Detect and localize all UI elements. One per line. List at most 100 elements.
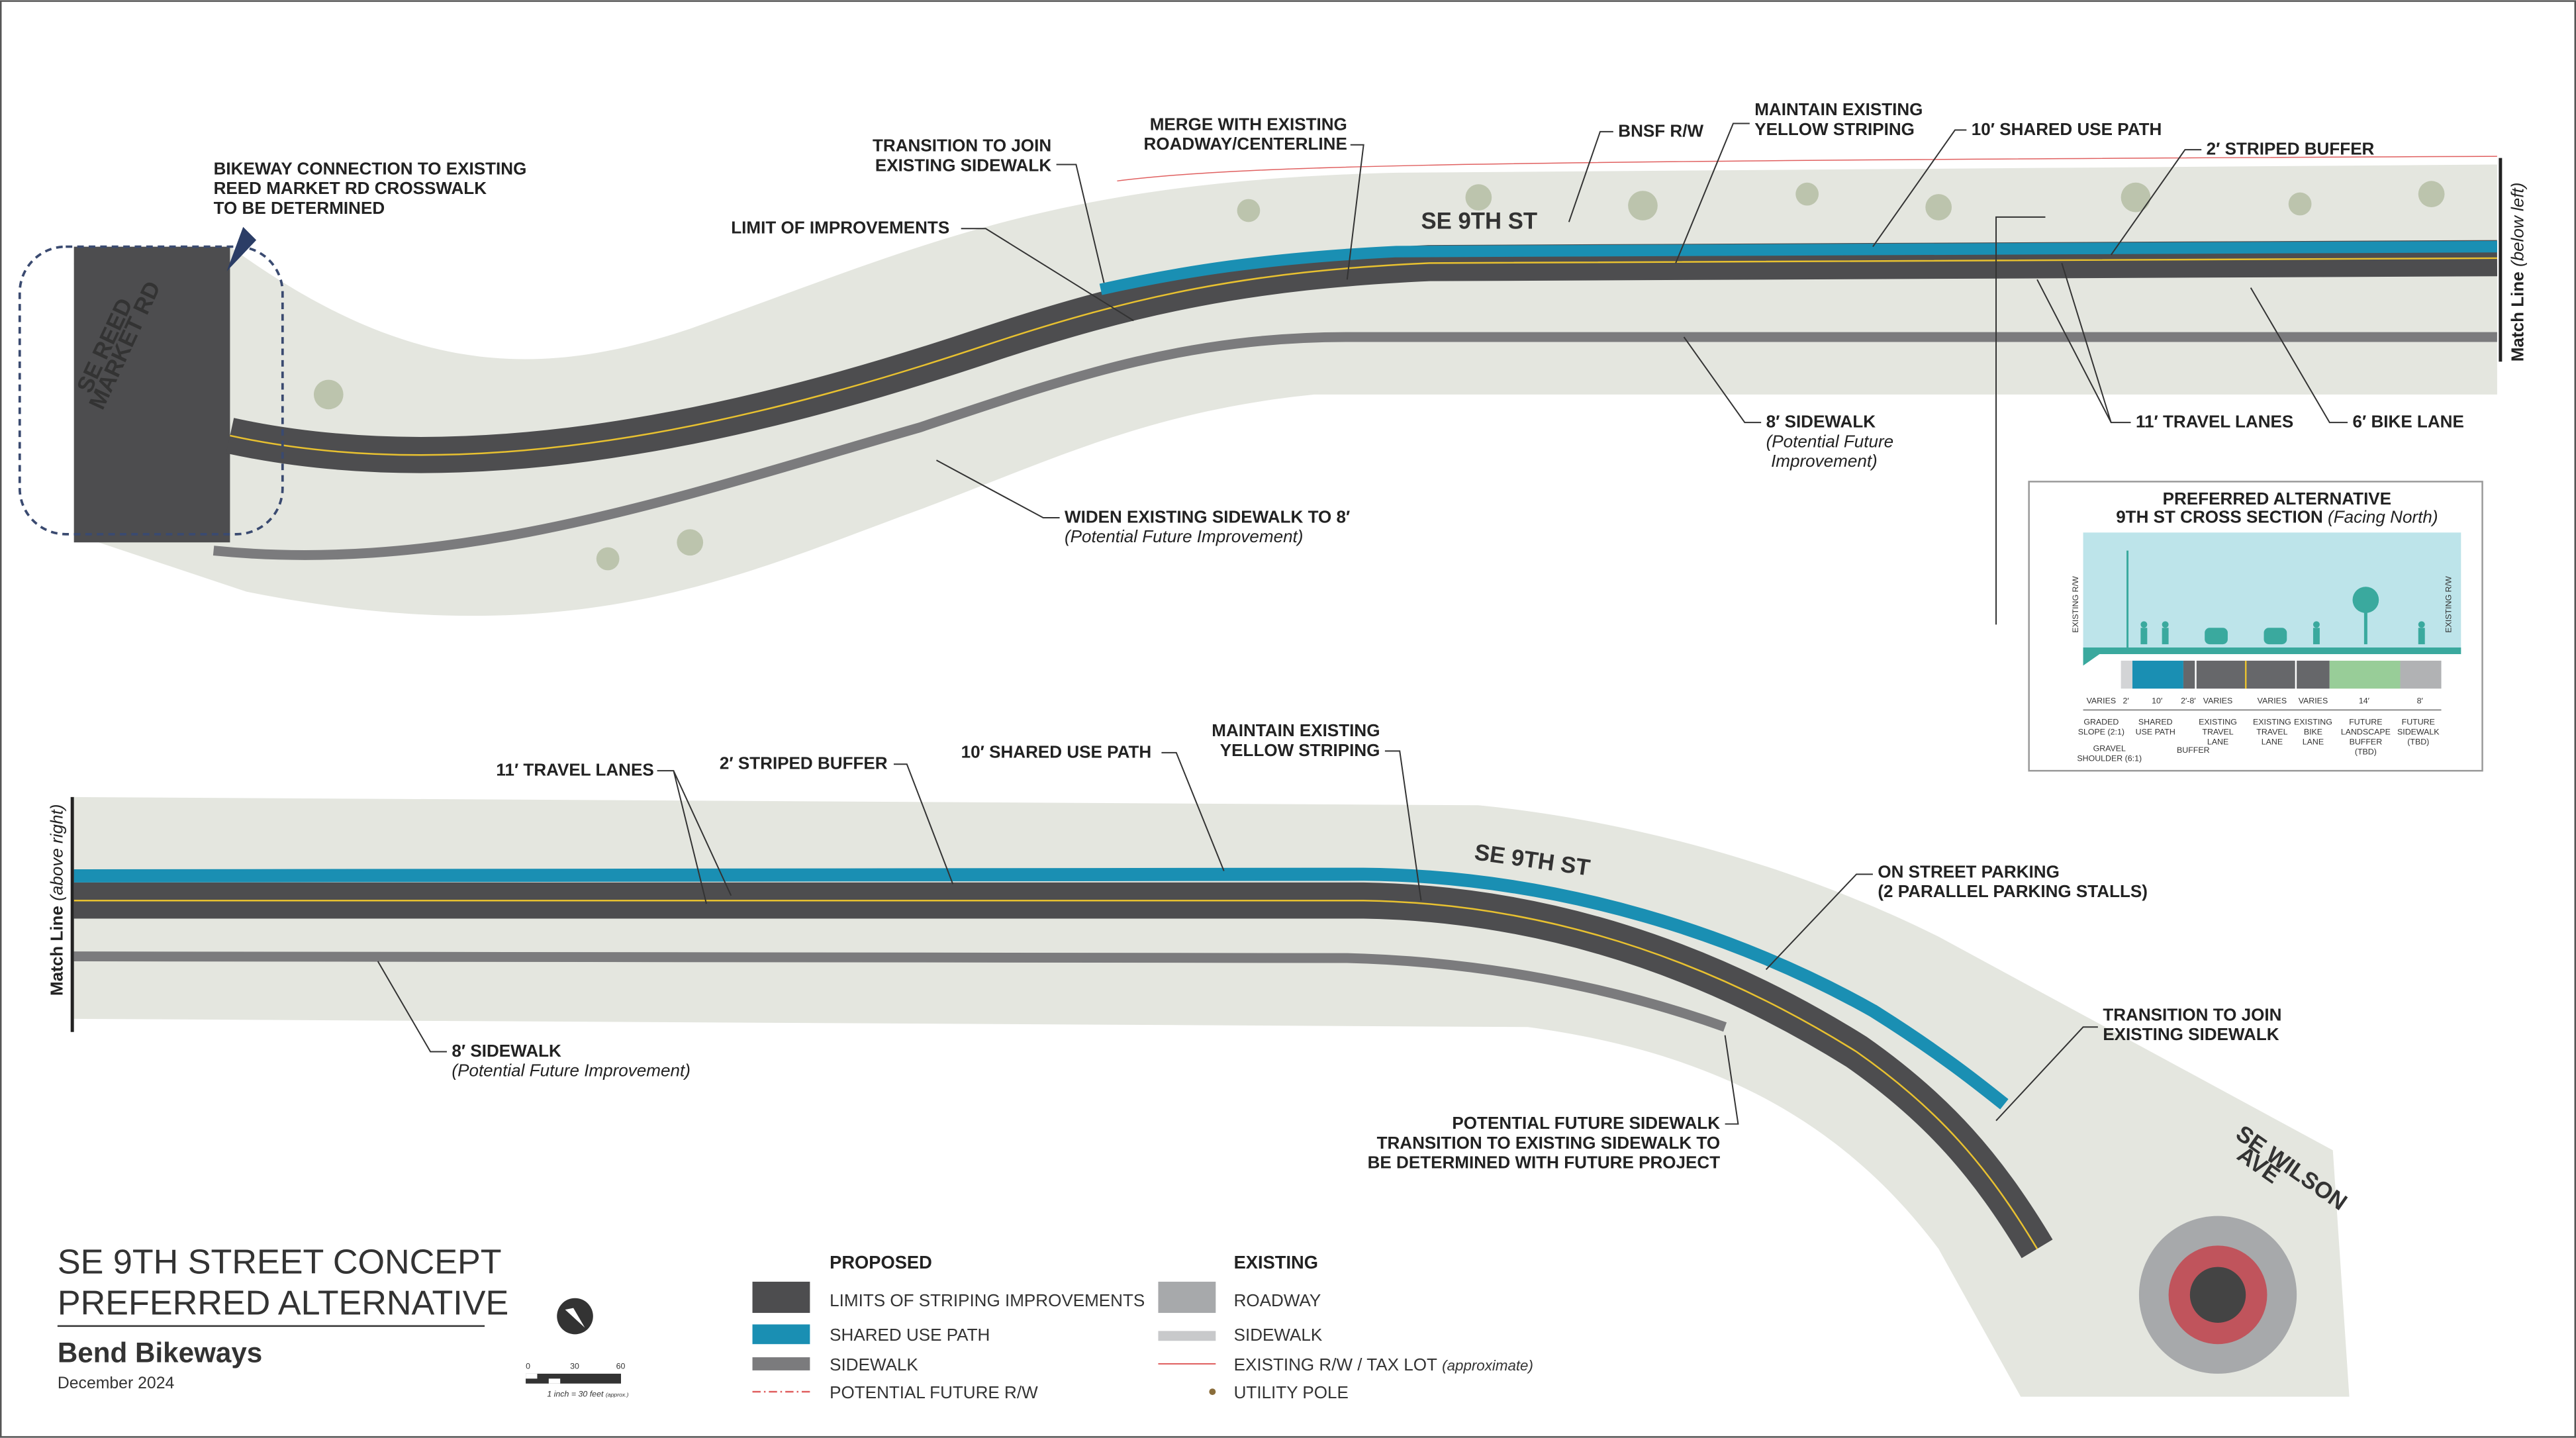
date: December 2024 — [58, 1374, 175, 1392]
inset-ground — [2083, 647, 2461, 666]
legend-swatch-roadway — [1158, 1281, 1216, 1314]
callout-limit: LIMIT OF IMPROVEMENTS — [731, 218, 949, 238]
callout-bnsf: BNSF R/W — [1618, 120, 1703, 140]
legend-swatch-striping — [752, 1281, 810, 1314]
legend-item-sidewalk: SIDEWALK — [830, 1355, 918, 1374]
callout-shared-bottom: 10′ SHARED USE PATH — [961, 742, 1152, 761]
callout-pointer — [226, 226, 257, 271]
inset-widths: VARIES 2′ 10′ 2′-8′ VARIES VARIES VARIES… — [2087, 696, 2424, 705]
svg-text:BUFFER: BUFFER — [2177, 745, 2210, 755]
svg-text:2′: 2′ — [2123, 696, 2129, 705]
inset-landscape-buffer — [2329, 660, 2401, 689]
centerline-top — [230, 257, 2497, 456]
bikeway-connection-area — [18, 245, 284, 536]
svg-text:1 inch = 30 feet (approx.): 1 inch = 30 feet (approx.) — [547, 1390, 628, 1399]
title-line-1: SE 9TH STREET CONCEPT — [58, 1243, 502, 1282]
vegetation — [313, 181, 2445, 571]
scale-bar: 0 30 60 1 inch = 30 feet (approx.) — [526, 1361, 629, 1399]
callout-buffer-top: 2′ STRIPED BUFFER — [2207, 139, 2375, 159]
roundabout-island — [2189, 1267, 2246, 1323]
match-line-top-label: Match Line (below left) — [2508, 183, 2528, 362]
svg-text:0: 0 — [526, 1361, 530, 1370]
legend-item-existing-sidewalk: SIDEWALK — [1234, 1325, 1323, 1345]
legend-proposed-header: PROPOSED — [830, 1252, 932, 1272]
callout-parking: ON STREET PARKING(2 PARALLEL PARKING STA… — [1878, 861, 2148, 901]
svg-text:30: 30 — [570, 1361, 579, 1370]
cross-section-pointer — [1995, 216, 2046, 625]
legend-item-striping: LIMITS OF STRIPING IMPROVEMENTS — [830, 1290, 1145, 1310]
legend-item-shared-path: SHARED USE PATH — [830, 1325, 990, 1345]
legend-item-roadway: ROADWAY — [1234, 1290, 1321, 1310]
callout-shared-top: 10′ SHARED USE PATH — [1972, 119, 2162, 139]
callout-widen-note: (Potential Future Improvement) — [1065, 526, 1303, 546]
sidewalk-top — [213, 332, 2497, 560]
svg-text:8′: 8′ — [2417, 696, 2424, 705]
inset-bike-lane — [2297, 660, 2330, 689]
shared-use-path-top — [1099, 240, 2497, 295]
organization: Bend Bikeways — [58, 1337, 262, 1368]
svg-text:VARIES: VARIES — [2203, 696, 2233, 705]
callout-bike: 6′ BIKE LANE — [2353, 412, 2464, 432]
shared-use-path-bottom — [73, 867, 2009, 1110]
inset-future-sidewalk — [2400, 660, 2442, 689]
svg-text:14′: 14′ — [2359, 696, 2370, 705]
callout-travel-top: 11′ TRAVEL LANES — [2136, 412, 2293, 432]
sidewalk-bottom — [73, 951, 1727, 1032]
legend-item-utility-pole: UTILITY POLE — [1234, 1382, 1349, 1402]
legend-swatch-sidewalk — [752, 1357, 810, 1370]
svg-text:2′-8′: 2′-8′ — [2181, 696, 2196, 705]
inset-rw-right: EXISTING R/W — [2444, 576, 2453, 633]
inset-shared-path — [2132, 660, 2183, 689]
legend-swatch-existing-sidewalk — [1158, 1331, 1216, 1341]
cross-section-inset: PREFERRED ALTERNATIVE 9TH ST CROSS SECTI… — [2028, 481, 2483, 772]
legend: PROPOSED LIMITS OF STRIPING IMPROVEMENTS… — [752, 1252, 1533, 1402]
legend-existing-header: EXISTING — [1234, 1252, 1318, 1272]
inset-figures — [2140, 587, 2425, 645]
svg-text:10′: 10′ — [2152, 696, 2163, 705]
title-line-2: PREFERRED ALTERNATIVE — [58, 1284, 508, 1323]
callout-sidewalk-top: 8′ SIDEWALK — [1766, 412, 1876, 432]
top-segment: SE REEDMARKET RD SE 9TH ST Match Line (b… — [18, 99, 2528, 625]
inset-title: PREFERRED ALTERNATIVE — [2163, 489, 2391, 508]
title-block: SE 9TH STREET CONCEPT PREFERRED ALTERNAT… — [58, 1243, 629, 1399]
legend-item-existing-rw: EXISTING R/W / TAX LOT (approximate) — [1234, 1355, 1533, 1374]
callout-sidewalk-bottom: 8′ SIDEWALK — [452, 1041, 561, 1061]
svg-text:VARIES: VARIES — [2258, 696, 2287, 705]
match-line-bottom-label: Match Line (above right) — [46, 804, 66, 996]
legend-item-future-rw: POTENTIAL FUTURE R/W — [830, 1382, 1038, 1402]
reed-market-intersection — [73, 246, 230, 543]
rw-line-top — [1117, 156, 2497, 182]
svg-text:VARIES: VARIES — [2087, 696, 2117, 705]
svg-text:60: 60 — [616, 1361, 626, 1370]
callout-widen: WIDEN EXISTING SIDEWALK TO 8′ — [1065, 506, 1350, 526]
street-label-top: SE 9TH ST — [1421, 209, 1538, 234]
utility-pole-icon — [1209, 1388, 1216, 1396]
svg-text:VARIES: VARIES — [2299, 696, 2328, 705]
aerial-background-bottom — [73, 796, 2350, 1397]
callout-buffer-bottom: 2′ STRIPED BUFFER — [720, 753, 888, 773]
callout-travel-bottom: 11′ TRAVEL LANES — [496, 760, 653, 780]
bottom-segment: SE 9TH ST SE WILSONAVE Match Line (above… — [46, 720, 2352, 1397]
inset-subtitle: 9TH ST CROSS SECTION (Facing North) — [2116, 506, 2438, 526]
inset-rw-left: EXISTING R/W — [2071, 576, 2080, 633]
legend-swatch-shared-path — [752, 1324, 810, 1345]
